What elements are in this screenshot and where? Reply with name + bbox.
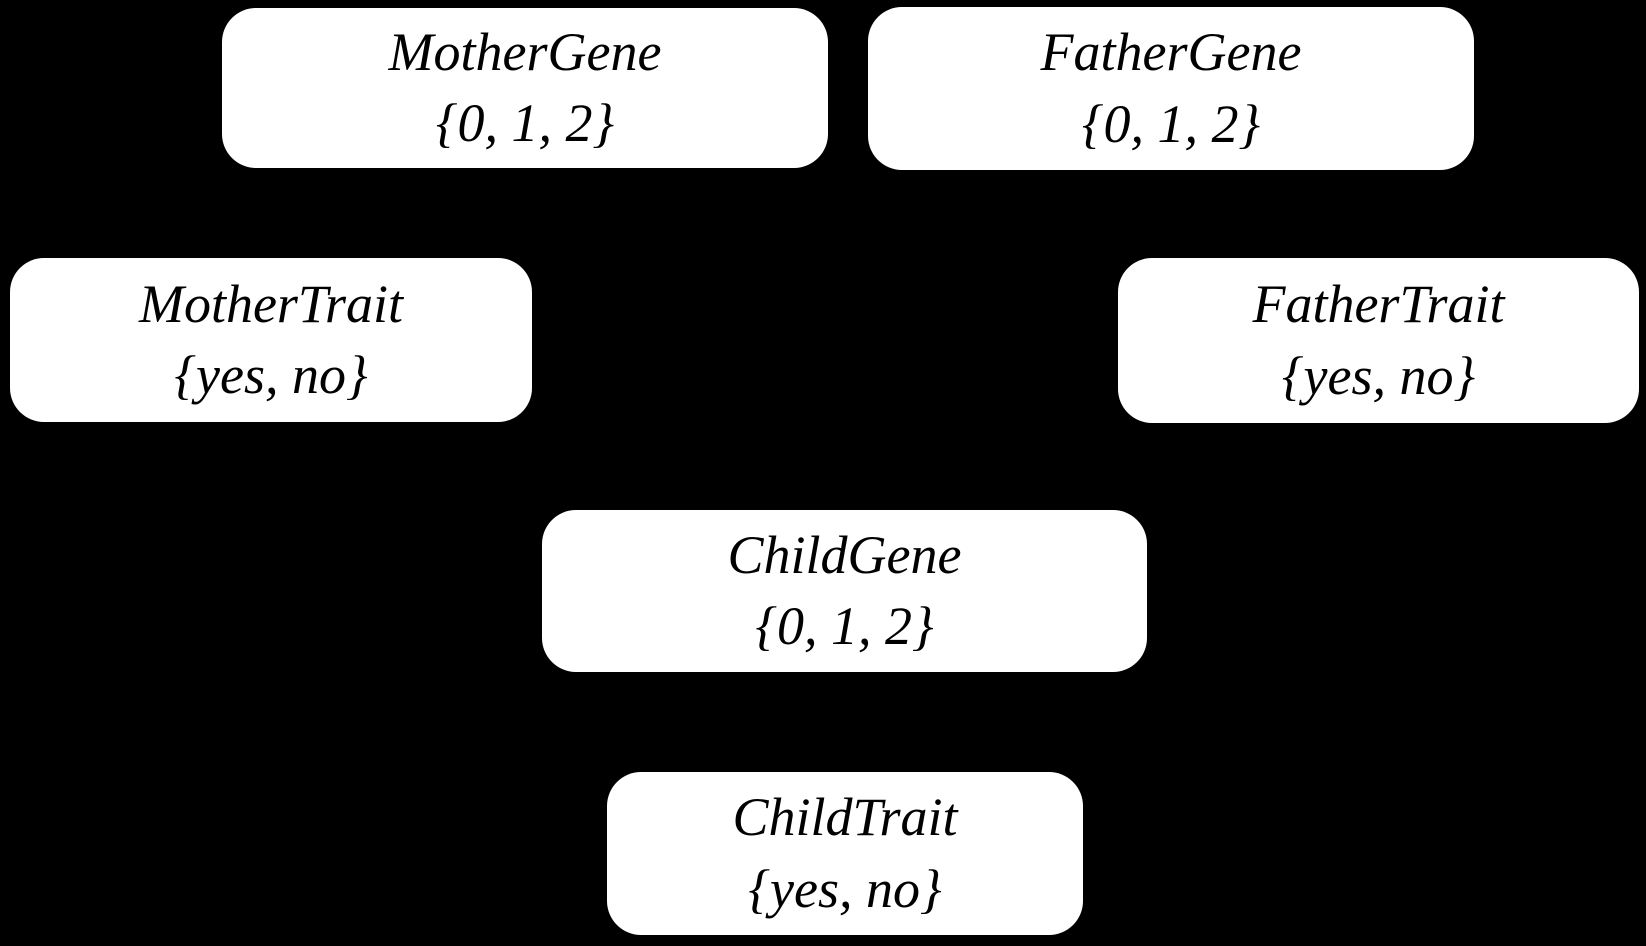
node-values: {yes, no}: [174, 345, 368, 405]
node-child-gene[interactable]: ChildGene {0, 1, 2}: [542, 510, 1147, 672]
node-label: ChildGene: [727, 524, 962, 585]
node-values: {yes, no}: [1281, 345, 1476, 406]
node-values: {yes, no}: [748, 858, 942, 919]
node-label: MotherTrait: [138, 273, 404, 334]
node-mother-gene[interactable]: MotherGene {0, 1, 2}: [222, 8, 828, 168]
node-label: MotherGene: [388, 21, 662, 82]
node-father-gene[interactable]: FatherGene {0, 1, 2}: [868, 7, 1474, 170]
node-values: {0, 1, 2}: [1081, 93, 1261, 154]
node-label: FatherTrait: [1252, 274, 1505, 335]
node-label: FatherGene: [1040, 22, 1302, 83]
node-mother-trait[interactable]: MotherTrait {yes, no}: [10, 258, 532, 422]
node-label: ChildTrait: [732, 787, 958, 848]
node-child-trait[interactable]: ChildTrait {yes, no}: [607, 772, 1083, 935]
node-values: {0, 1, 2}: [755, 596, 934, 656]
node-father-trait[interactable]: FatherTrait {yes, no}: [1118, 258, 1639, 423]
node-values: {0, 1, 2}: [435, 93, 615, 153]
